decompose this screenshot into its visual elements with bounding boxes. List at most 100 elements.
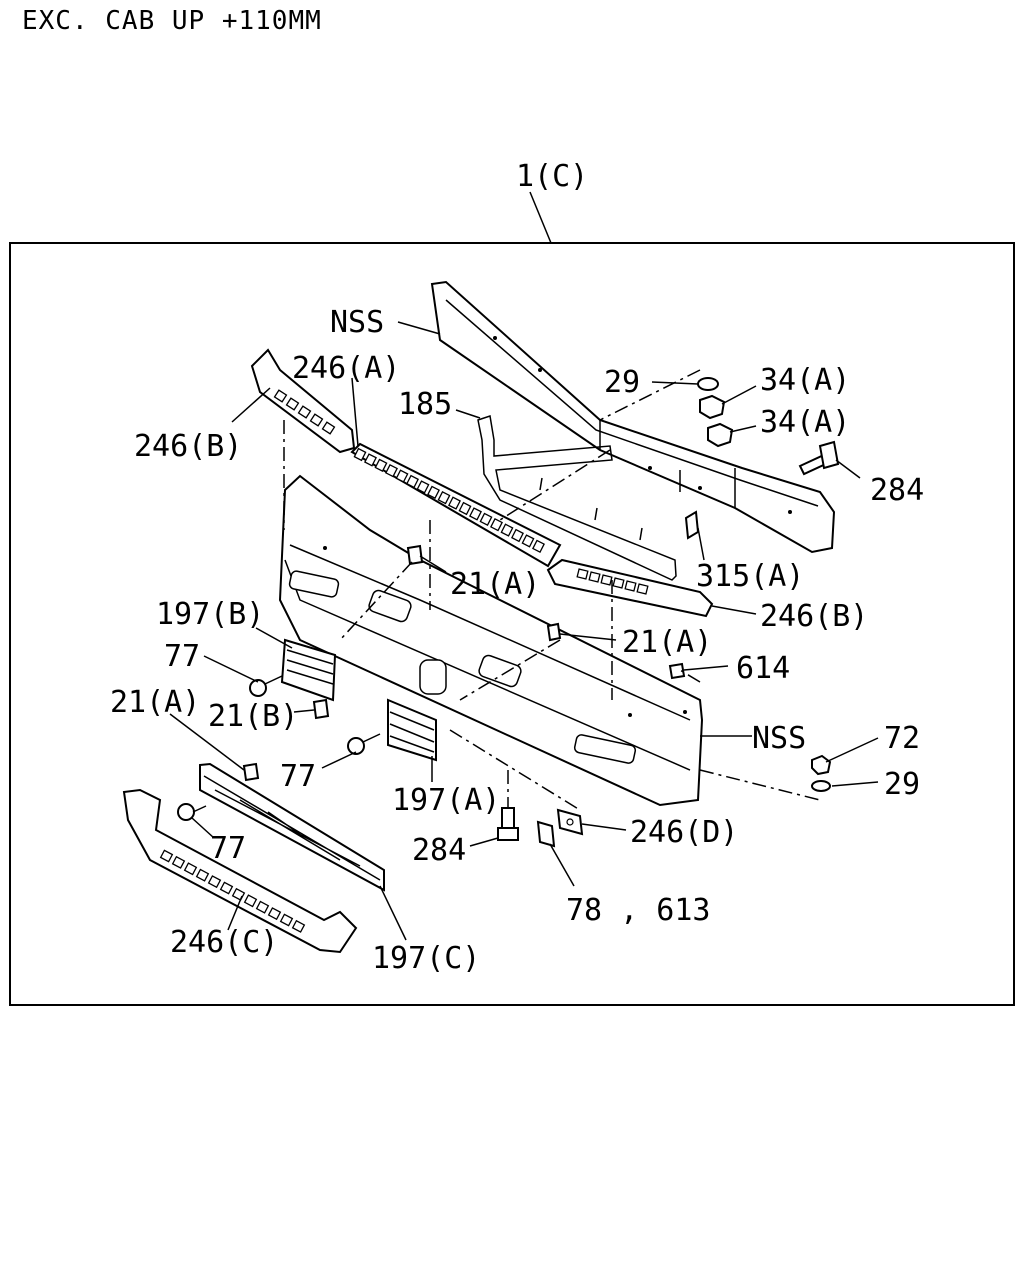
vent-slot xyxy=(612,577,625,589)
label-197a: 197(A) xyxy=(392,783,500,818)
washer-29-top xyxy=(697,377,719,391)
vent-slot xyxy=(588,571,601,583)
label-315a: 315(A) xyxy=(696,559,804,594)
vent-slot xyxy=(437,491,451,505)
nut-34a-2 xyxy=(707,422,734,448)
label-29-bottom: 29 xyxy=(884,767,920,802)
bracket-78-613 xyxy=(536,820,556,848)
label-72: 72 xyxy=(884,721,920,756)
grommet-614 xyxy=(668,662,686,680)
label-284-right: 284 xyxy=(870,473,924,508)
bumper-body xyxy=(278,474,704,807)
bolt-284-right xyxy=(798,440,840,476)
vent-slot xyxy=(285,397,300,411)
label-assembly: 1(C) xyxy=(516,159,588,194)
vent-slot xyxy=(500,523,514,537)
vent-slot xyxy=(479,512,493,526)
label-nss-top: NSS xyxy=(330,305,384,340)
bolt-284-bottom xyxy=(497,807,519,841)
vent-slot xyxy=(364,453,377,467)
vent-slot xyxy=(406,474,419,489)
wire-bracket-185 xyxy=(477,415,677,581)
label-77-c: 77 xyxy=(210,831,246,866)
label-246c: 246(C) xyxy=(170,925,278,960)
label-77-b: 77 xyxy=(280,759,316,794)
label-21a-mid: 21(A) xyxy=(450,567,540,602)
nut-72 xyxy=(811,754,832,776)
vent-slot xyxy=(511,528,524,543)
vent-slot xyxy=(600,574,613,586)
assembly-leader xyxy=(529,191,552,244)
clip-21a-right xyxy=(546,622,562,642)
vent-slot xyxy=(309,413,324,427)
upper-garnish-246a xyxy=(350,442,562,568)
vent-slot xyxy=(353,447,367,462)
label-197b: 197(B) xyxy=(156,597,264,632)
label-246d: 246(D) xyxy=(630,815,738,850)
washer-29-bottom xyxy=(811,780,831,792)
vent-slot xyxy=(183,862,198,876)
grille-197c xyxy=(199,762,385,892)
vent-slot xyxy=(427,485,440,499)
clip-21b xyxy=(312,698,330,720)
vent-slot xyxy=(636,583,649,595)
vent-slot xyxy=(532,539,545,553)
vent-slot xyxy=(521,534,535,548)
nut-34a-1 xyxy=(699,394,726,420)
vent-slot xyxy=(159,849,174,863)
end-cap-right-246b xyxy=(546,558,714,618)
vent-slot xyxy=(374,458,388,472)
clip-21a-mid xyxy=(406,544,424,566)
label-185: 185 xyxy=(398,387,452,422)
vent-slot xyxy=(576,568,589,580)
vent-slot xyxy=(448,496,461,510)
label-77-a: 77 xyxy=(164,639,200,674)
vent-slot xyxy=(385,464,398,478)
screw-77-a xyxy=(249,675,283,697)
lower-garnish-246c xyxy=(122,788,358,954)
label-34a-1: 34(A) xyxy=(760,363,850,398)
grille-197b xyxy=(280,638,337,702)
label-21b: 21(B) xyxy=(208,699,298,734)
vent-slot xyxy=(291,919,306,933)
vent-slot xyxy=(279,913,294,927)
end-cap-left-246b xyxy=(250,348,356,454)
assembly-frame xyxy=(9,242,1015,1006)
label-21a-right: 21(A) xyxy=(622,625,712,660)
vent-slot xyxy=(273,389,288,403)
bracket-246d xyxy=(556,808,584,836)
vent-slot xyxy=(458,501,472,516)
vent-slot xyxy=(490,518,503,532)
vent-slot xyxy=(219,881,234,895)
label-78-613: 78 , 613 xyxy=(566,893,711,928)
label-34a-2: 34(A) xyxy=(760,405,850,440)
screw-77-b xyxy=(347,733,381,755)
vent-slot xyxy=(255,900,270,914)
vent-slot xyxy=(195,868,210,882)
clip-315a xyxy=(684,510,700,540)
vent-slot xyxy=(416,480,430,494)
vent-slot xyxy=(267,907,282,921)
vent-slot xyxy=(243,894,258,908)
label-246a: 246(A) xyxy=(292,351,400,386)
reinforcement-beam xyxy=(430,280,836,554)
label-197c: 197(C) xyxy=(372,941,480,976)
leader-lines xyxy=(169,321,879,941)
clip-21a-left xyxy=(242,762,260,782)
vent-slot xyxy=(395,469,409,483)
vent-slot xyxy=(469,507,482,521)
label-nss-bumper: NSS xyxy=(752,721,806,756)
vent-slot xyxy=(297,405,312,419)
label-29-top: 29 xyxy=(604,365,640,400)
label-284-bottom: 284 xyxy=(412,833,466,868)
label-246b-right: 246(B) xyxy=(760,599,868,634)
label-21a-left: 21(A) xyxy=(110,685,200,720)
vent-slot xyxy=(624,580,637,592)
screw-77-c xyxy=(177,803,207,821)
diagram-header-title: EXC. CAB UP +110MM xyxy=(22,6,322,36)
label-614: 614 xyxy=(736,651,790,686)
vent-slot xyxy=(171,855,186,869)
vent-slot xyxy=(207,875,222,889)
label-246b-left: 246(B) xyxy=(134,429,242,464)
